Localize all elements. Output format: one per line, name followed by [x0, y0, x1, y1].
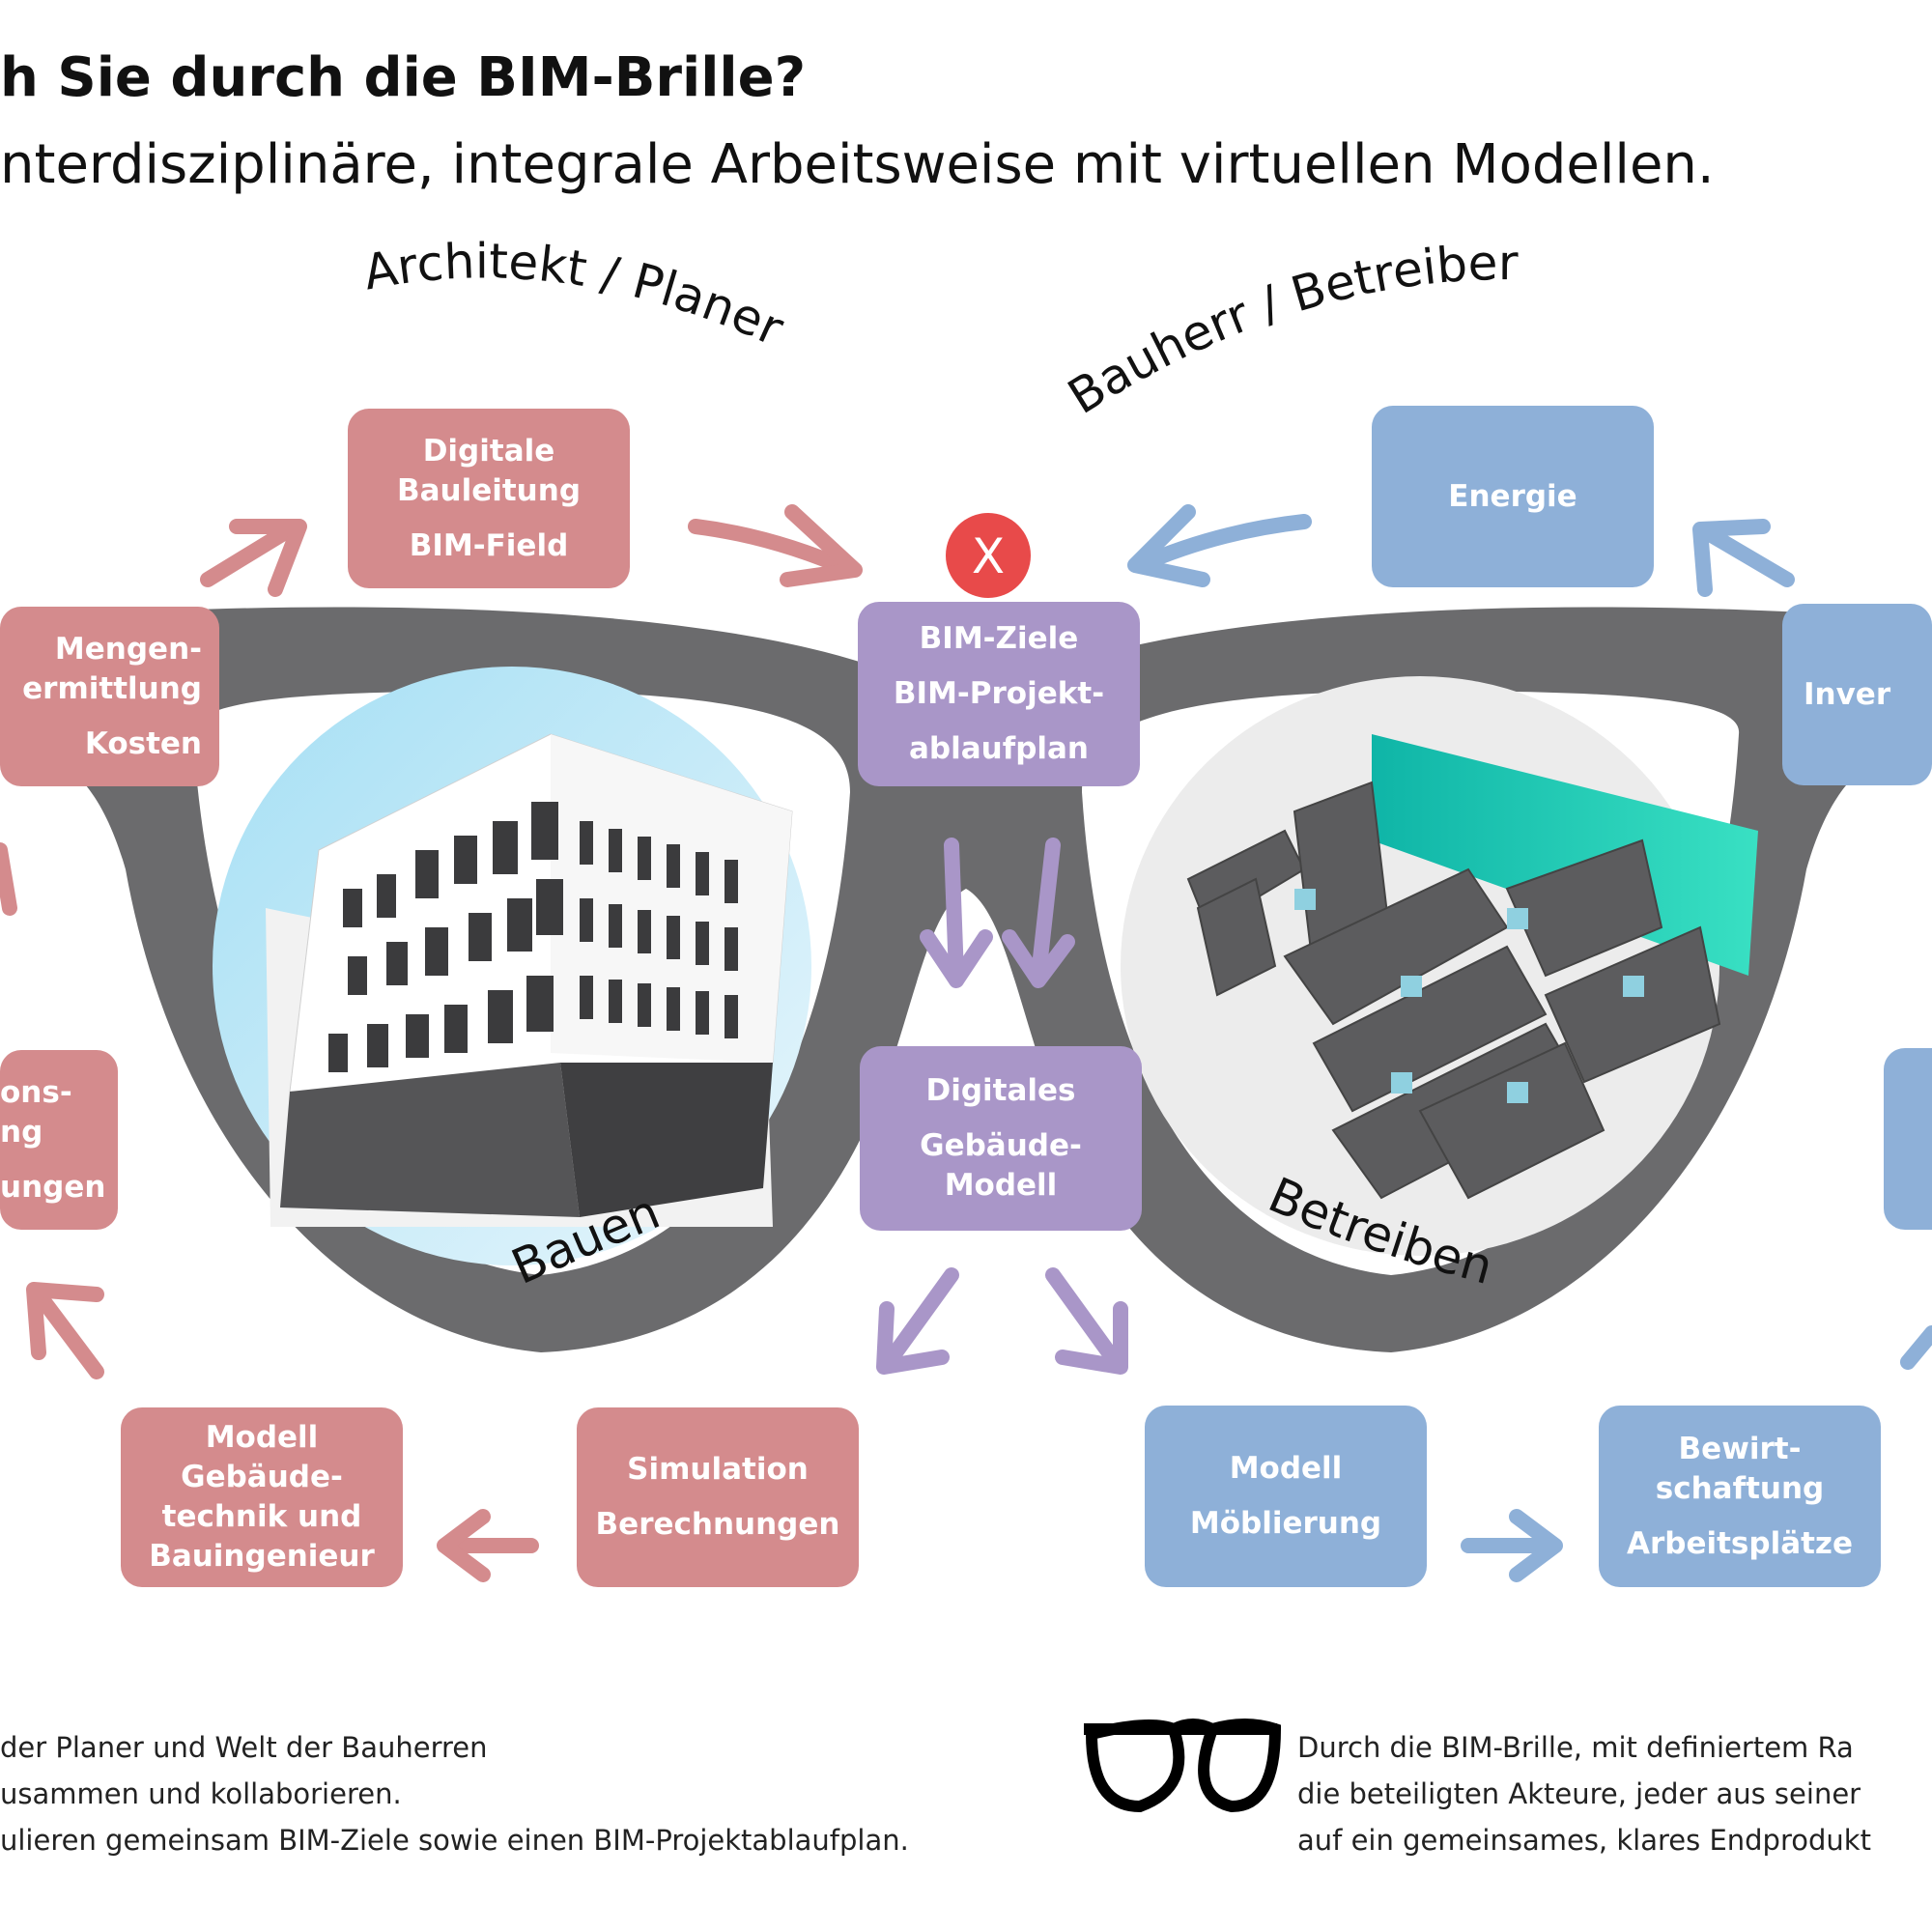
box-modell-gebaeudetechnik: Modell Gebäude- technik und Bauingenieur — [121, 1407, 403, 1587]
box-right-edge — [1884, 1048, 1932, 1230]
arrow-icon — [688, 504, 863, 587]
box-digitales-modell: Digitales Gebäude- Modell — [860, 1046, 1142, 1231]
page-title: h Sie durch die BIM-Brille? — [0, 46, 807, 109]
footer-left-text: der Planer und Welt der Bauherren usamme… — [0, 1731, 909, 1857]
arrow-icon — [1692, 519, 1795, 597]
page-subtitle: nterdisziplinäre, integrale Arbeitsweise… — [0, 133, 1715, 196]
footer-right-text: Durch die BIM-Brille, mit definiertem Ra… — [1297, 1731, 1871, 1857]
arrow-icon — [437, 1509, 539, 1582]
arrow-icon — [1461, 1509, 1563, 1582]
arrow-icon — [1127, 504, 1312, 587]
box-digitale-bauleitung: Digitale Bauleitung BIM-Field — [348, 409, 630, 588]
arrow-icon — [200, 519, 307, 597]
building-image — [213, 667, 811, 1265]
purple-arrows — [876, 838, 1128, 1375]
arc-label-left: Architekt / Planer — [359, 233, 792, 356]
arrow-icon — [920, 838, 993, 988]
arrow-icon — [1045, 1267, 1128, 1375]
box-modell-moeblierung: Modell Möblierung — [1145, 1406, 1427, 1587]
arrow-icon — [26, 1282, 104, 1379]
arrow-icon — [1900, 1325, 1932, 1370]
box-mengenermittlung: Mengen- ermittlung Kosten — [0, 607, 219, 786]
arrow-icon — [1002, 838, 1075, 988]
box-bim-ziele: BIM-Ziele BIM-Projekt- ablaufplan — [858, 602, 1140, 786]
arc-label-right: Bauherr / Betreiber — [1059, 235, 1519, 425]
red-x-marker: X — [946, 513, 1031, 598]
box-simulation: Simulation Berechnungen — [577, 1407, 859, 1587]
glasses-icon — [1084, 1719, 1282, 1813]
arrow-icon — [876, 1267, 959, 1375]
blue-arrows — [1127, 504, 1932, 1582]
box-investition: Inver — [1782, 604, 1932, 785]
marker-symbol: X — [972, 528, 1005, 584]
red-arrows — [0, 504, 863, 1582]
office-furniture-image — [1121, 676, 1758, 1256]
box-konstruktion: ons- ng ungen — [0, 1050, 118, 1230]
box-bewirtschaftung: Bewirt- schaftung Arbeitsplätze — [1599, 1406, 1881, 1587]
box-energie: Energie — [1372, 406, 1654, 587]
arrow-icon — [0, 842, 17, 916]
